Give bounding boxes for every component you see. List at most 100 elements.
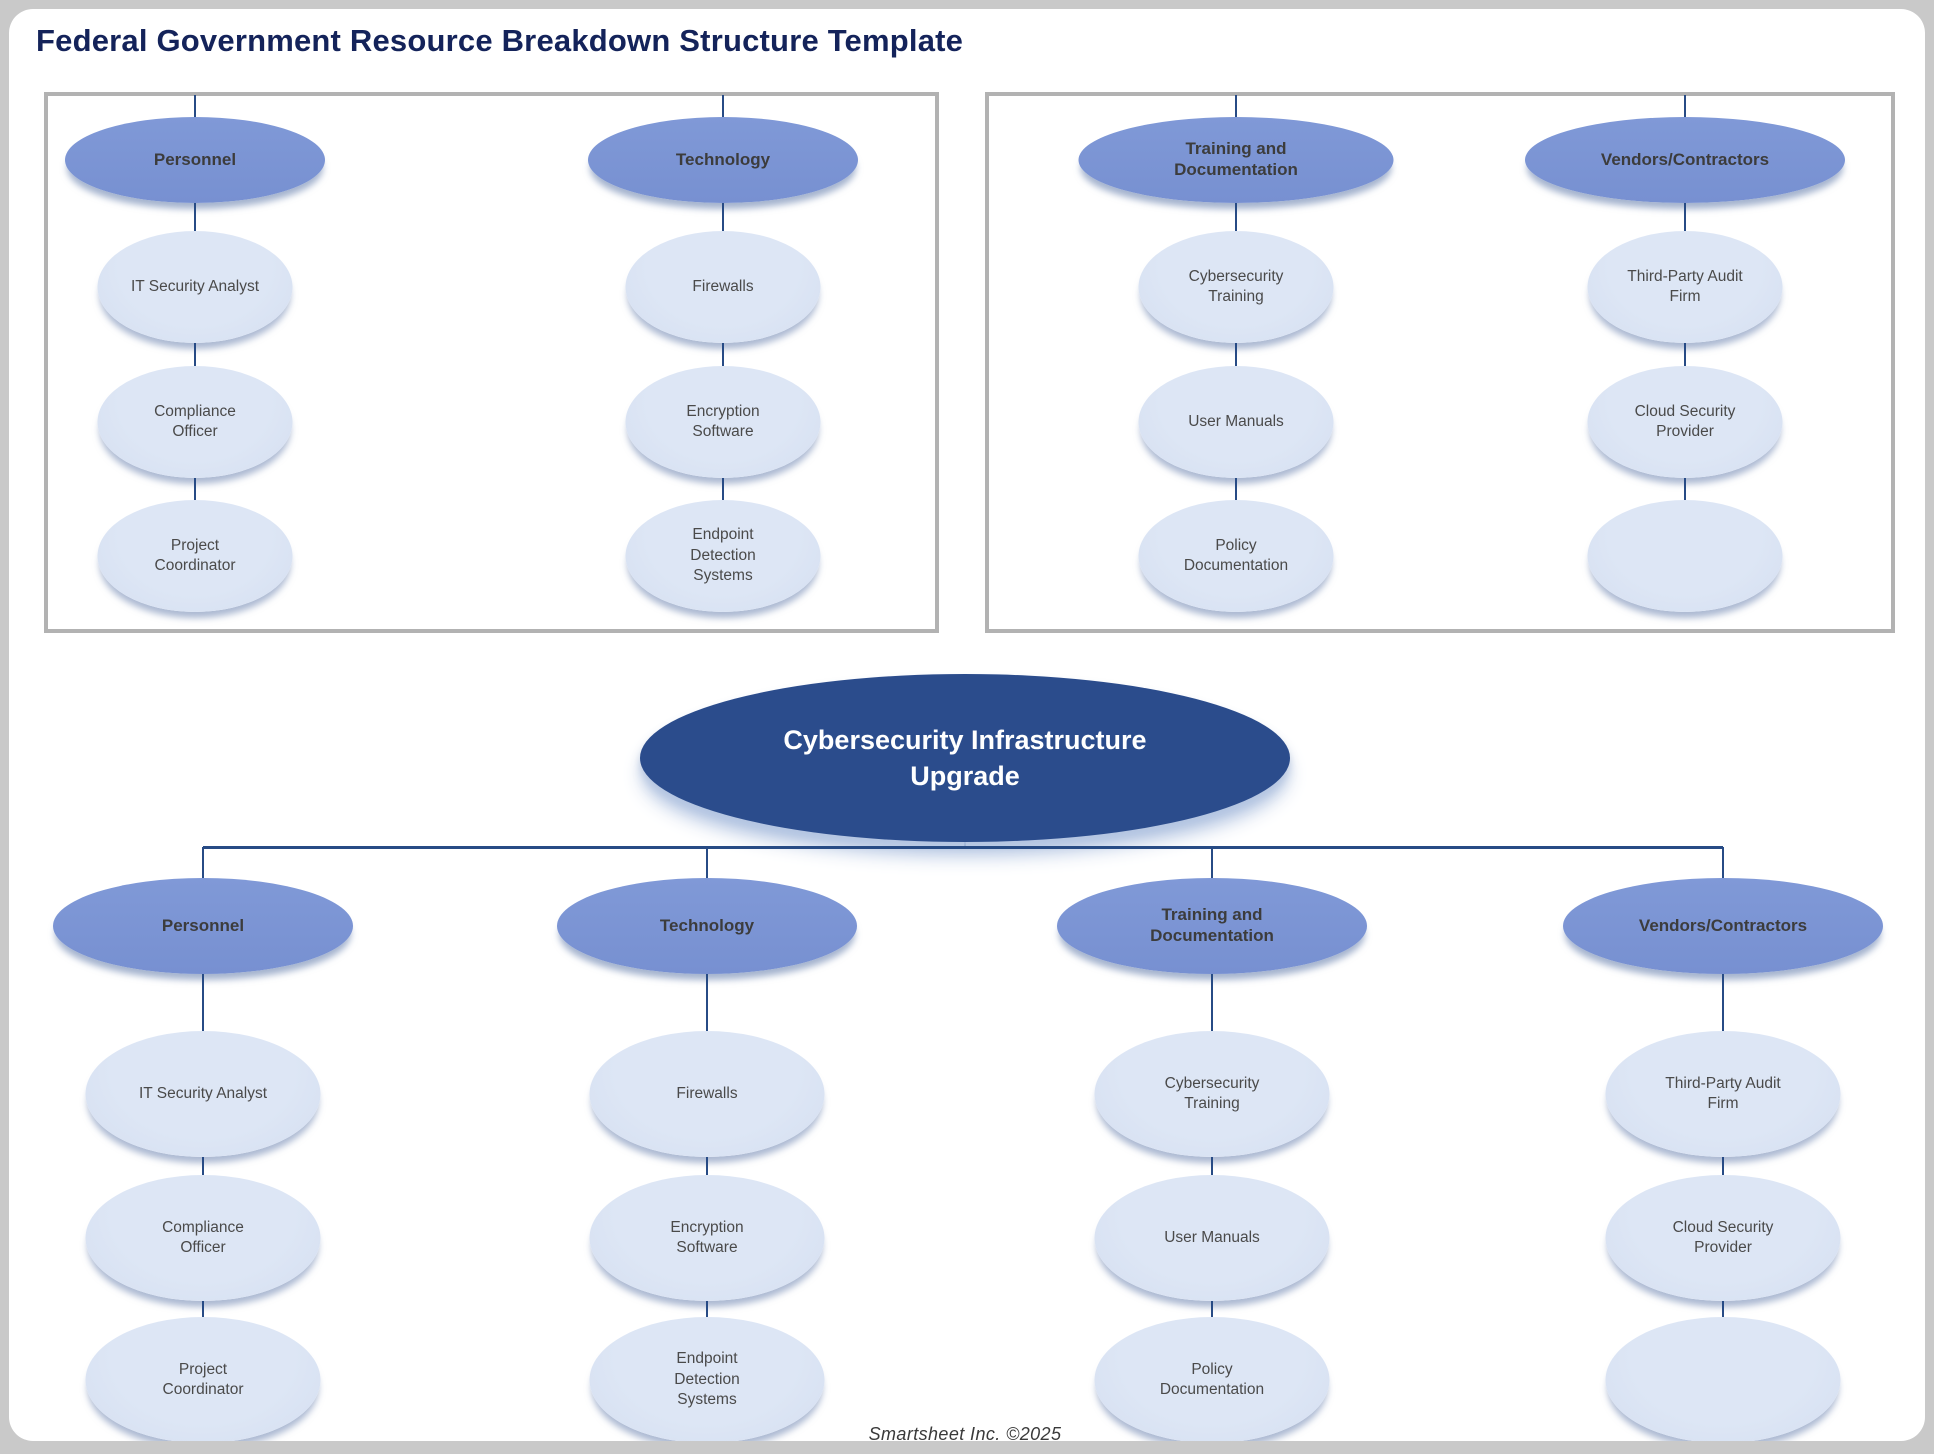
child-ellipse-policy-documentation: Policy Documentation	[1138, 500, 1334, 612]
category-label: Vendors/Contractors	[1600, 149, 1770, 169]
connector-line	[722, 203, 724, 231]
child-label: Cybersecurity Training	[1188, 267, 1284, 305]
top-box-left	[44, 92, 939, 633]
category-ellipse-technology: Technology	[557, 878, 857, 974]
child-ellipse-firewalls: Firewalls	[589, 1031, 825, 1157]
child-label: Project Coordinator	[154, 536, 236, 574]
connector-line	[1211, 847, 1213, 878]
connector-line	[1722, 1157, 1724, 1175]
child-ellipse-project-coordinator: Project Coordinator	[97, 500, 293, 612]
category-label: Personnel	[161, 915, 245, 935]
category-label: Training and Documentation	[1150, 905, 1274, 945]
connector-line	[203, 846, 1723, 849]
top-box-right	[985, 92, 1895, 633]
connector-line	[1235, 95, 1237, 117]
connector-line	[194, 203, 196, 231]
category-ellipse-personnel: Personnel	[65, 117, 325, 203]
child-label: Third-Party Audit Firm	[1665, 1074, 1781, 1112]
child-ellipse-user-manuals: User Manuals	[1094, 1175, 1330, 1301]
child-ellipse-cloud-security: Cloud Security Provider	[1605, 1175, 1841, 1301]
connector-line	[202, 974, 204, 1031]
connector-line	[1722, 974, 1724, 1031]
connector-line	[202, 1301, 204, 1317]
child-label: Encryption Software	[670, 1218, 744, 1256]
child-label: Firewalls	[676, 1084, 738, 1102]
connector-line	[722, 95, 724, 117]
connector-line	[722, 343, 724, 366]
category-label: Vendors/Contractors	[1638, 915, 1808, 935]
category-ellipse-training-documentation: Training and Documentation	[1057, 878, 1367, 974]
child-label: Endpoint Detection Systems	[690, 526, 756, 585]
child-ellipse-cybersecurity-training: Cybersecurity Training	[1138, 231, 1334, 343]
category-ellipse-vendors-contractors: Vendors/Contractors	[1563, 878, 1883, 974]
child-label: User Manuals	[1164, 1228, 1260, 1246]
document-page: Federal Government Resource Breakdown St…	[9, 9, 1925, 1441]
child-ellipse-compliance-officer: Compliance Officer	[97, 366, 293, 478]
connector-line	[1235, 478, 1237, 500]
connector-line	[706, 1157, 708, 1175]
child-ellipse-it-security-analyst: IT Security Analyst	[97, 231, 293, 343]
child-label: Compliance Officer	[162, 1218, 244, 1256]
connector-line	[1722, 1301, 1724, 1317]
connector-line	[706, 1301, 708, 1317]
category-ellipse-training-documentation: Training and Documentation	[1078, 117, 1394, 203]
connector-line	[1684, 95, 1686, 117]
connector-line	[722, 478, 724, 500]
connector-line	[1684, 343, 1686, 366]
child-label: Endpoint Detection Systems	[674, 1350, 740, 1409]
connector-line	[194, 478, 196, 500]
child-ellipse-user-manuals: User Manuals	[1138, 366, 1334, 478]
child-label: Cloud Security Provider	[1672, 1218, 1774, 1256]
child-label: IT Security Analyst	[138, 1084, 268, 1102]
child-label: IT Security Analyst	[130, 277, 260, 295]
child-ellipse-cybersecurity-training: Cybersecurity Training	[1094, 1031, 1330, 1157]
connector-line	[1722, 847, 1724, 878]
footer-credit: Smartsheet Inc. ©2025	[868, 1424, 1062, 1441]
child-ellipse-third-party-audit: Third-Party Audit Firm	[1605, 1031, 1841, 1157]
page-title: Federal Government Resource Breakdown St…	[36, 23, 964, 58]
child-ellipse-firewalls: Firewalls	[625, 231, 821, 343]
root-label: Cybersecurity Infrastructure Upgrade	[783, 724, 1147, 791]
connector-line	[706, 847, 708, 878]
child-ellipse-compliance-officer: Compliance Officer	[85, 1175, 321, 1301]
category-ellipse-vendors-contractors: Vendors/Contractors	[1525, 117, 1845, 203]
connector-line	[194, 95, 196, 117]
child-label: Encryption Software	[686, 402, 760, 440]
child-ellipse-encryption-software: Encryption Software	[589, 1175, 825, 1301]
child-ellipse-third-party-audit: Third-Party Audit Firm	[1587, 231, 1783, 343]
child-ellipse-empty	[1605, 1317, 1841, 1441]
child-label: Project Coordinator	[162, 1360, 244, 1398]
connector-line	[1211, 1301, 1213, 1317]
child-label: Policy Documentation	[1159, 1360, 1265, 1398]
child-ellipse-encryption-software: Encryption Software	[625, 366, 821, 478]
connector-line	[202, 1157, 204, 1175]
child-label: Third-Party Audit Firm	[1627, 267, 1743, 305]
connector-line	[1684, 203, 1686, 231]
connector-line	[1235, 343, 1237, 366]
category-label: Personnel	[153, 149, 237, 169]
connector-line	[1684, 478, 1686, 500]
child-ellipse-empty	[1587, 500, 1783, 612]
child-label: Firewalls	[692, 277, 754, 295]
connector-line	[194, 343, 196, 366]
child-ellipse-it-security-analyst: IT Security Analyst	[85, 1031, 321, 1157]
child-label: Compliance Officer	[154, 402, 236, 440]
category-label: Technology	[675, 149, 771, 169]
connector-line	[202, 847, 204, 878]
category-label: Technology	[659, 915, 755, 935]
child-ellipse-policy-documentation: Policy Documentation	[1094, 1317, 1330, 1441]
connector-line	[1211, 974, 1213, 1031]
child-ellipse-project-coordinator: Project Coordinator	[85, 1317, 321, 1441]
child-ellipse-cloud-security: Cloud Security Provider	[1587, 366, 1783, 478]
connector-line	[1235, 203, 1237, 231]
category-label: Training and Documentation	[1174, 139, 1298, 179]
child-ellipse-endpoint-detection: Endpoint Detection Systems	[589, 1317, 825, 1441]
child-label: Cloud Security Provider	[1634, 402, 1736, 440]
child-label: User Manuals	[1188, 412, 1284, 430]
connector-line	[706, 974, 708, 1031]
connector-line	[1211, 1157, 1213, 1175]
root-ellipse: Cybersecurity Infrastructure Upgrade	[640, 674, 1290, 842]
category-ellipse-technology: Technology	[588, 117, 858, 203]
child-label: Cybersecurity Training	[1164, 1074, 1260, 1112]
